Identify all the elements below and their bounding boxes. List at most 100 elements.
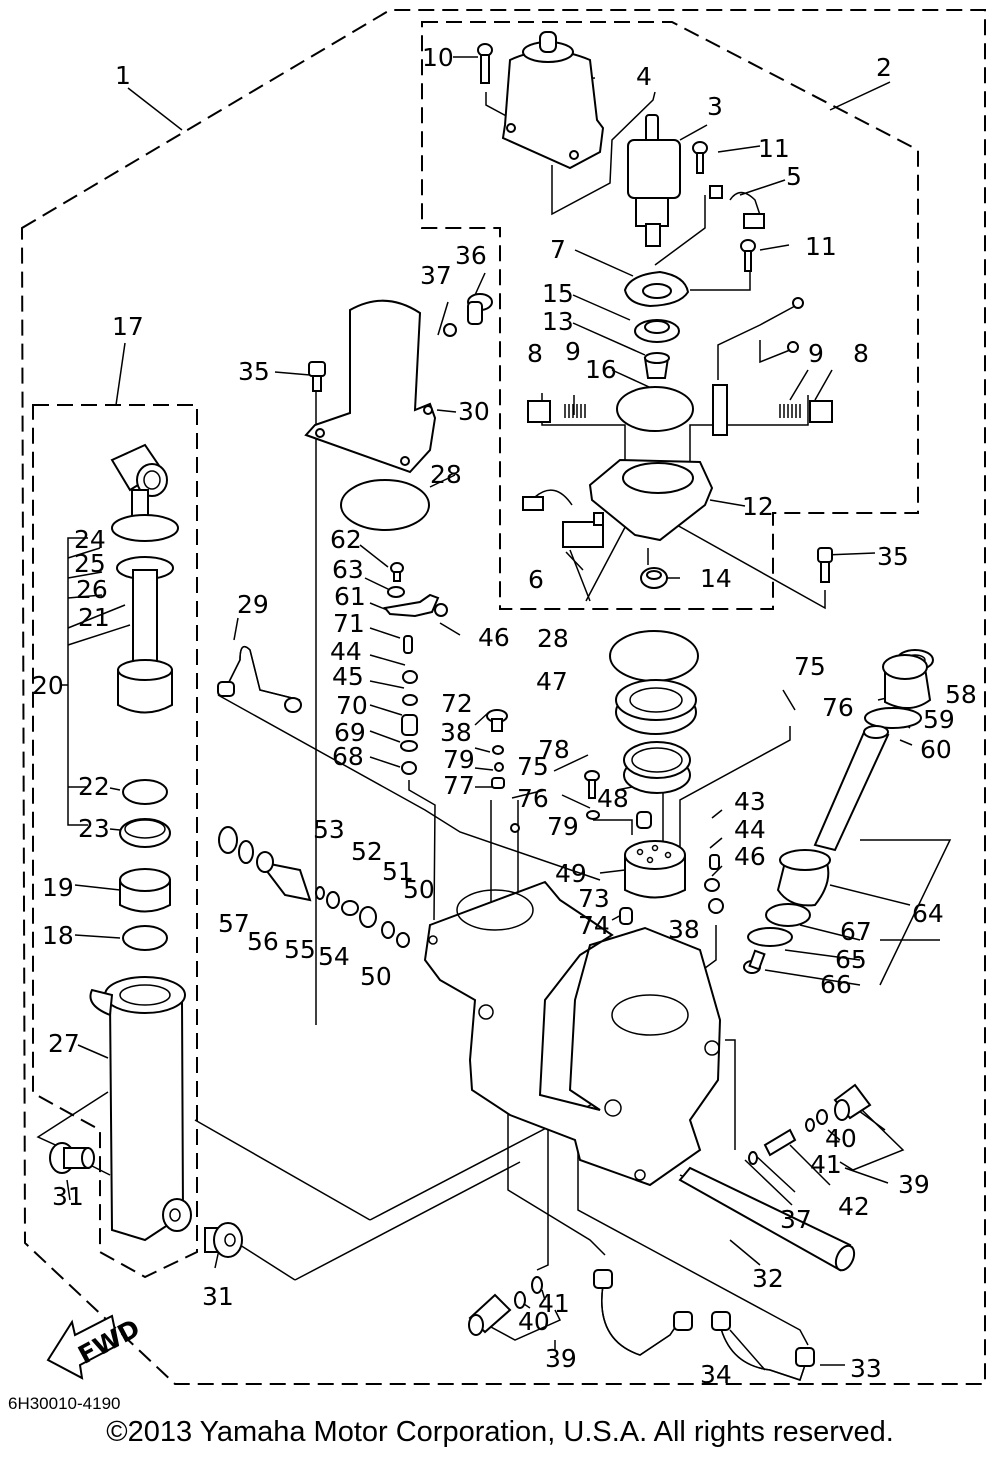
callout-33[interactable]: 33: [850, 1354, 882, 1383]
callout-54[interactable]: 54: [318, 942, 350, 971]
part-ball[interactable]: [402, 670, 418, 684]
callout-65[interactable]: 65: [835, 945, 867, 974]
callout-70[interactable]: 70: [336, 691, 368, 720]
callout-26[interactable]: 26: [76, 575, 108, 604]
part-main-body[interactable]: [423, 880, 722, 1187]
part-o-ring[interactable]: [400, 740, 418, 752]
part-washer[interactable]: [387, 586, 405, 598]
callout-37b[interactable]: 37: [780, 1205, 812, 1234]
part-spring[interactable]: [564, 404, 586, 418]
callout-39b[interactable]: 39: [545, 1344, 577, 1373]
callout-8a[interactable]: 8: [527, 339, 543, 368]
part-cylinder[interactable]: [89, 976, 192, 1242]
part-motor-housing[interactable]: [501, 31, 605, 170]
part-check-valve[interactable]: [708, 898, 724, 914]
callout-78[interactable]: 78: [538, 735, 570, 764]
callout-21[interactable]: 21: [78, 603, 110, 632]
callout-56[interactable]: 56: [247, 927, 279, 956]
part-plug[interactable]: [636, 811, 652, 829]
callout-63[interactable]: 63: [332, 555, 364, 584]
part-brush-holder[interactable]: [527, 400, 551, 423]
callout-49[interactable]: 49: [555, 859, 587, 888]
callout-9a[interactable]: 9: [565, 337, 581, 366]
callout-32[interactable]: 32: [752, 1264, 784, 1293]
callout-18[interactable]: 18: [42, 921, 74, 950]
callout-28a[interactable]: 28: [430, 460, 462, 489]
callout-40a[interactable]: 40: [825, 1124, 857, 1153]
part-o-ring[interactable]: [122, 779, 168, 805]
part-o-ring[interactable]: [443, 323, 457, 337]
part-ball[interactable]: [704, 878, 720, 892]
callout-34[interactable]: 34: [700, 1360, 732, 1389]
callout-20[interactable]: 20: [32, 671, 64, 700]
part-washer[interactable]: [326, 891, 340, 909]
part-washer[interactable]: [396, 932, 410, 948]
part-screw[interactable]: [477, 43, 493, 84]
callout-15[interactable]: 15: [542, 279, 574, 308]
callout-76a[interactable]: 76: [517, 784, 549, 813]
part-spring[interactable]: [779, 404, 801, 418]
callout-44a[interactable]: 44: [330, 637, 362, 666]
callout-75a[interactable]: 75: [517, 752, 549, 781]
callout-1[interactable]: 1: [115, 61, 131, 90]
part-seat[interactable]: [491, 777, 505, 789]
callout-7[interactable]: 7: [550, 235, 566, 264]
part-o-ring[interactable]: [122, 925, 168, 951]
callout-64[interactable]: 64: [912, 899, 944, 928]
part-check-valve[interactable]: [434, 603, 448, 617]
callout-41a[interactable]: 41: [810, 1150, 842, 1179]
callout-19[interactable]: 19: [42, 873, 74, 902]
callout-72[interactable]: 72: [441, 689, 473, 718]
part-seal[interactable]: [765, 903, 811, 927]
part-o-ring[interactable]: [492, 745, 504, 755]
callout-2[interactable]: 2: [876, 53, 892, 82]
part-plug[interactable]: [467, 293, 493, 325]
part-brush-holder[interactable]: [809, 400, 833, 423]
part-spring[interactable]: [403, 635, 413, 654]
part-washer[interactable]: [401, 761, 417, 775]
callout-30[interactable]: 30: [458, 397, 490, 426]
callout-75b[interactable]: 75: [794, 652, 826, 681]
part-ball[interactable]: [494, 762, 504, 772]
part-valve[interactable]: [833, 1083, 872, 1121]
part-pipe[interactable]: [217, 645, 302, 713]
part-ram[interactable]: [813, 725, 890, 852]
part-lead-wire[interactable]: [712, 297, 804, 436]
callout-59[interactable]: 59: [923, 705, 955, 734]
callout-58[interactable]: 58: [945, 680, 977, 709]
part-ram-cylinder-cap[interactable]: [882, 654, 932, 709]
part-spring[interactable]: [381, 921, 395, 939]
callout-60[interactable]: 60: [920, 735, 952, 764]
part-pipe[interactable]: [593, 1269, 693, 1356]
callout-12[interactable]: 12: [742, 492, 774, 521]
callout-40b[interactable]: 40: [518, 1307, 550, 1336]
part-screw[interactable]: [584, 770, 600, 799]
callout-9b[interactable]: 9: [808, 339, 824, 368]
callout-22[interactable]: 22: [78, 772, 110, 801]
callout-73[interactable]: 73: [578, 884, 610, 913]
callout-79b[interactable]: 79: [547, 812, 579, 841]
callout-16[interactable]: 16: [585, 355, 617, 384]
callout-71[interactable]: 71: [333, 609, 365, 638]
callout-79a[interactable]: 79: [443, 745, 475, 774]
part-brush[interactable]: [709, 185, 765, 229]
callout-3[interactable]: 3: [707, 92, 723, 121]
callout-38b[interactable]: 38: [668, 915, 700, 944]
callout-45[interactable]: 45: [332, 662, 364, 691]
part-seal[interactable]: [623, 741, 691, 794]
part-screw[interactable]: [740, 239, 756, 272]
callout-17[interactable]: 17: [112, 312, 144, 341]
part-bolt[interactable]: [817, 547, 833, 583]
part-o-ring[interactable]: [805, 1118, 815, 1132]
callout-77[interactable]: 77: [443, 771, 475, 800]
part-o-ring[interactable]: [531, 1276, 543, 1294]
part-brush[interactable]: [522, 489, 604, 548]
callout-13[interactable]: 13: [542, 307, 574, 336]
callout-46a[interactable]: 46: [478, 623, 510, 652]
callout-55[interactable]: 55: [284, 935, 316, 964]
callout-11a[interactable]: 11: [758, 134, 790, 163]
part-plate[interactable]: [383, 593, 440, 618]
part-valve-pin[interactable]: [763, 1128, 797, 1157]
part-o-ring[interactable]: [816, 1109, 828, 1125]
callout-31a[interactable]: 31: [52, 1182, 84, 1211]
